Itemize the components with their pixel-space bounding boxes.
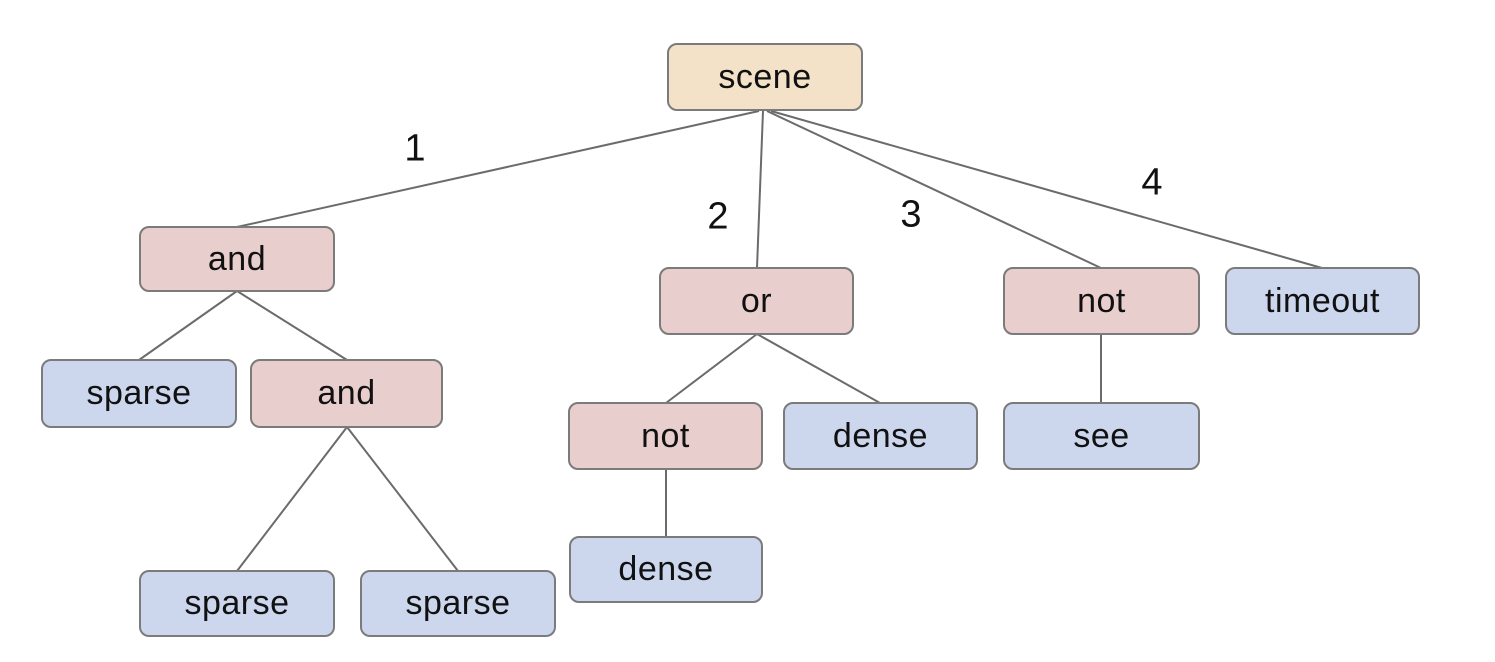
node-and-1: and	[139, 226, 335, 292]
edge-and-1-to-and-2	[236, 290, 348, 361]
edge-or-1-to-dense-1	[756, 333, 881, 404]
edge-and-1-to-sparse-1	[138, 290, 238, 361]
edge-scene-to-timeout	[770, 110, 1323, 269]
node-not-1: not	[1003, 267, 1200, 335]
edge-label-3: 3	[900, 193, 922, 236]
edge-scene-to-and-1	[236, 110, 760, 228]
edge-scene-to-or-1	[756, 110, 764, 269]
node-see: see	[1003, 402, 1200, 470]
node-dense-1: dense	[783, 402, 978, 470]
edge-label-4: 4	[1141, 161, 1163, 204]
node-sparse-3: sparse	[360, 570, 556, 637]
node-dense-2: dense	[569, 536, 763, 603]
node-and-2: and	[250, 359, 443, 428]
node-sparse-2: sparse	[139, 570, 335, 637]
edge-or-1-to-not-2	[665, 333, 758, 404]
node-or-1: or	[659, 267, 854, 335]
node-sparse-1: sparse	[41, 359, 237, 428]
edge-and-2-to-sparse-3	[346, 426, 459, 572]
node-timeout: timeout	[1225, 267, 1420, 335]
edge-and-2-to-sparse-2	[236, 426, 348, 572]
node-scene: scene	[667, 43, 863, 111]
edge-scene-to-not-1	[766, 110, 1102, 269]
edge-label-1: 1	[404, 127, 426, 170]
edge-label-2: 2	[707, 195, 729, 238]
node-not-2: not	[568, 402, 763, 470]
